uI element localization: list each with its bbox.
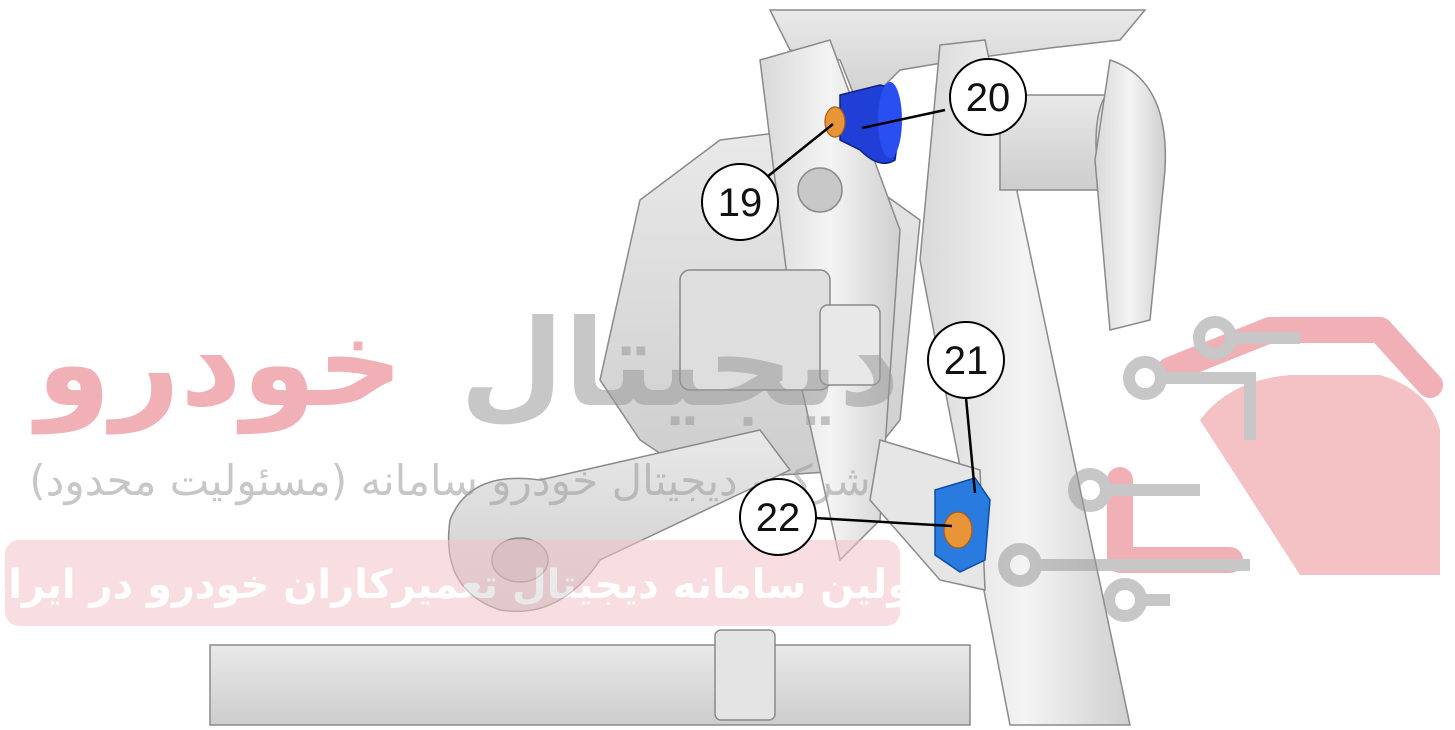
watermark-brand-digital: دیجیتال (460, 295, 900, 434)
leader-20 (861, 108, 946, 130)
leader-21 (964, 397, 977, 494)
callout-22: 22 (739, 478, 817, 556)
leader-lines (756, 108, 977, 528)
car-body-icon (1200, 375, 1440, 575)
watermark: خودرو دیجیتال شرکت دیجیتال خودرو سامانه … (0, 295, 1443, 626)
right-arm (1094, 59, 1167, 331)
bolt-hole (797, 167, 843, 213)
leader-19 (756, 123, 834, 186)
circuit-nodes-icon (998, 316, 1300, 622)
watermark-tagline: اولین سامانه دیجیتال تعمیرکاران خودرو در… (0, 562, 926, 608)
callout-22-label: 22 (756, 496, 801, 540)
watermark-company-line: شرکت دیجیتال خودرو سامانه (مسئولیت محدود… (29, 456, 870, 505)
watermark-banner (5, 540, 900, 626)
callout-19: 19 (701, 163, 779, 241)
leader-22 (814, 516, 953, 528)
part-20-bushing (839, 82, 902, 165)
callout-21-label: 21 (944, 339, 989, 383)
part-22-orange-bushing (943, 511, 973, 549)
bottom-shaft (209, 644, 971, 726)
mechanism-parts (209, 9, 1167, 726)
part-19-orange-bushing (824, 106, 846, 138)
pedal-arm (919, 39, 1131, 726)
callout-21: 21 (927, 321, 1005, 399)
shaft-collar (714, 629, 776, 721)
callout-20-label: 20 (966, 76, 1011, 120)
callout-19-label: 19 (718, 181, 763, 225)
callout-20: 20 (949, 58, 1027, 136)
watermark-brand-khodro: خودرو (32, 295, 404, 435)
motor-cap (819, 304, 881, 386)
